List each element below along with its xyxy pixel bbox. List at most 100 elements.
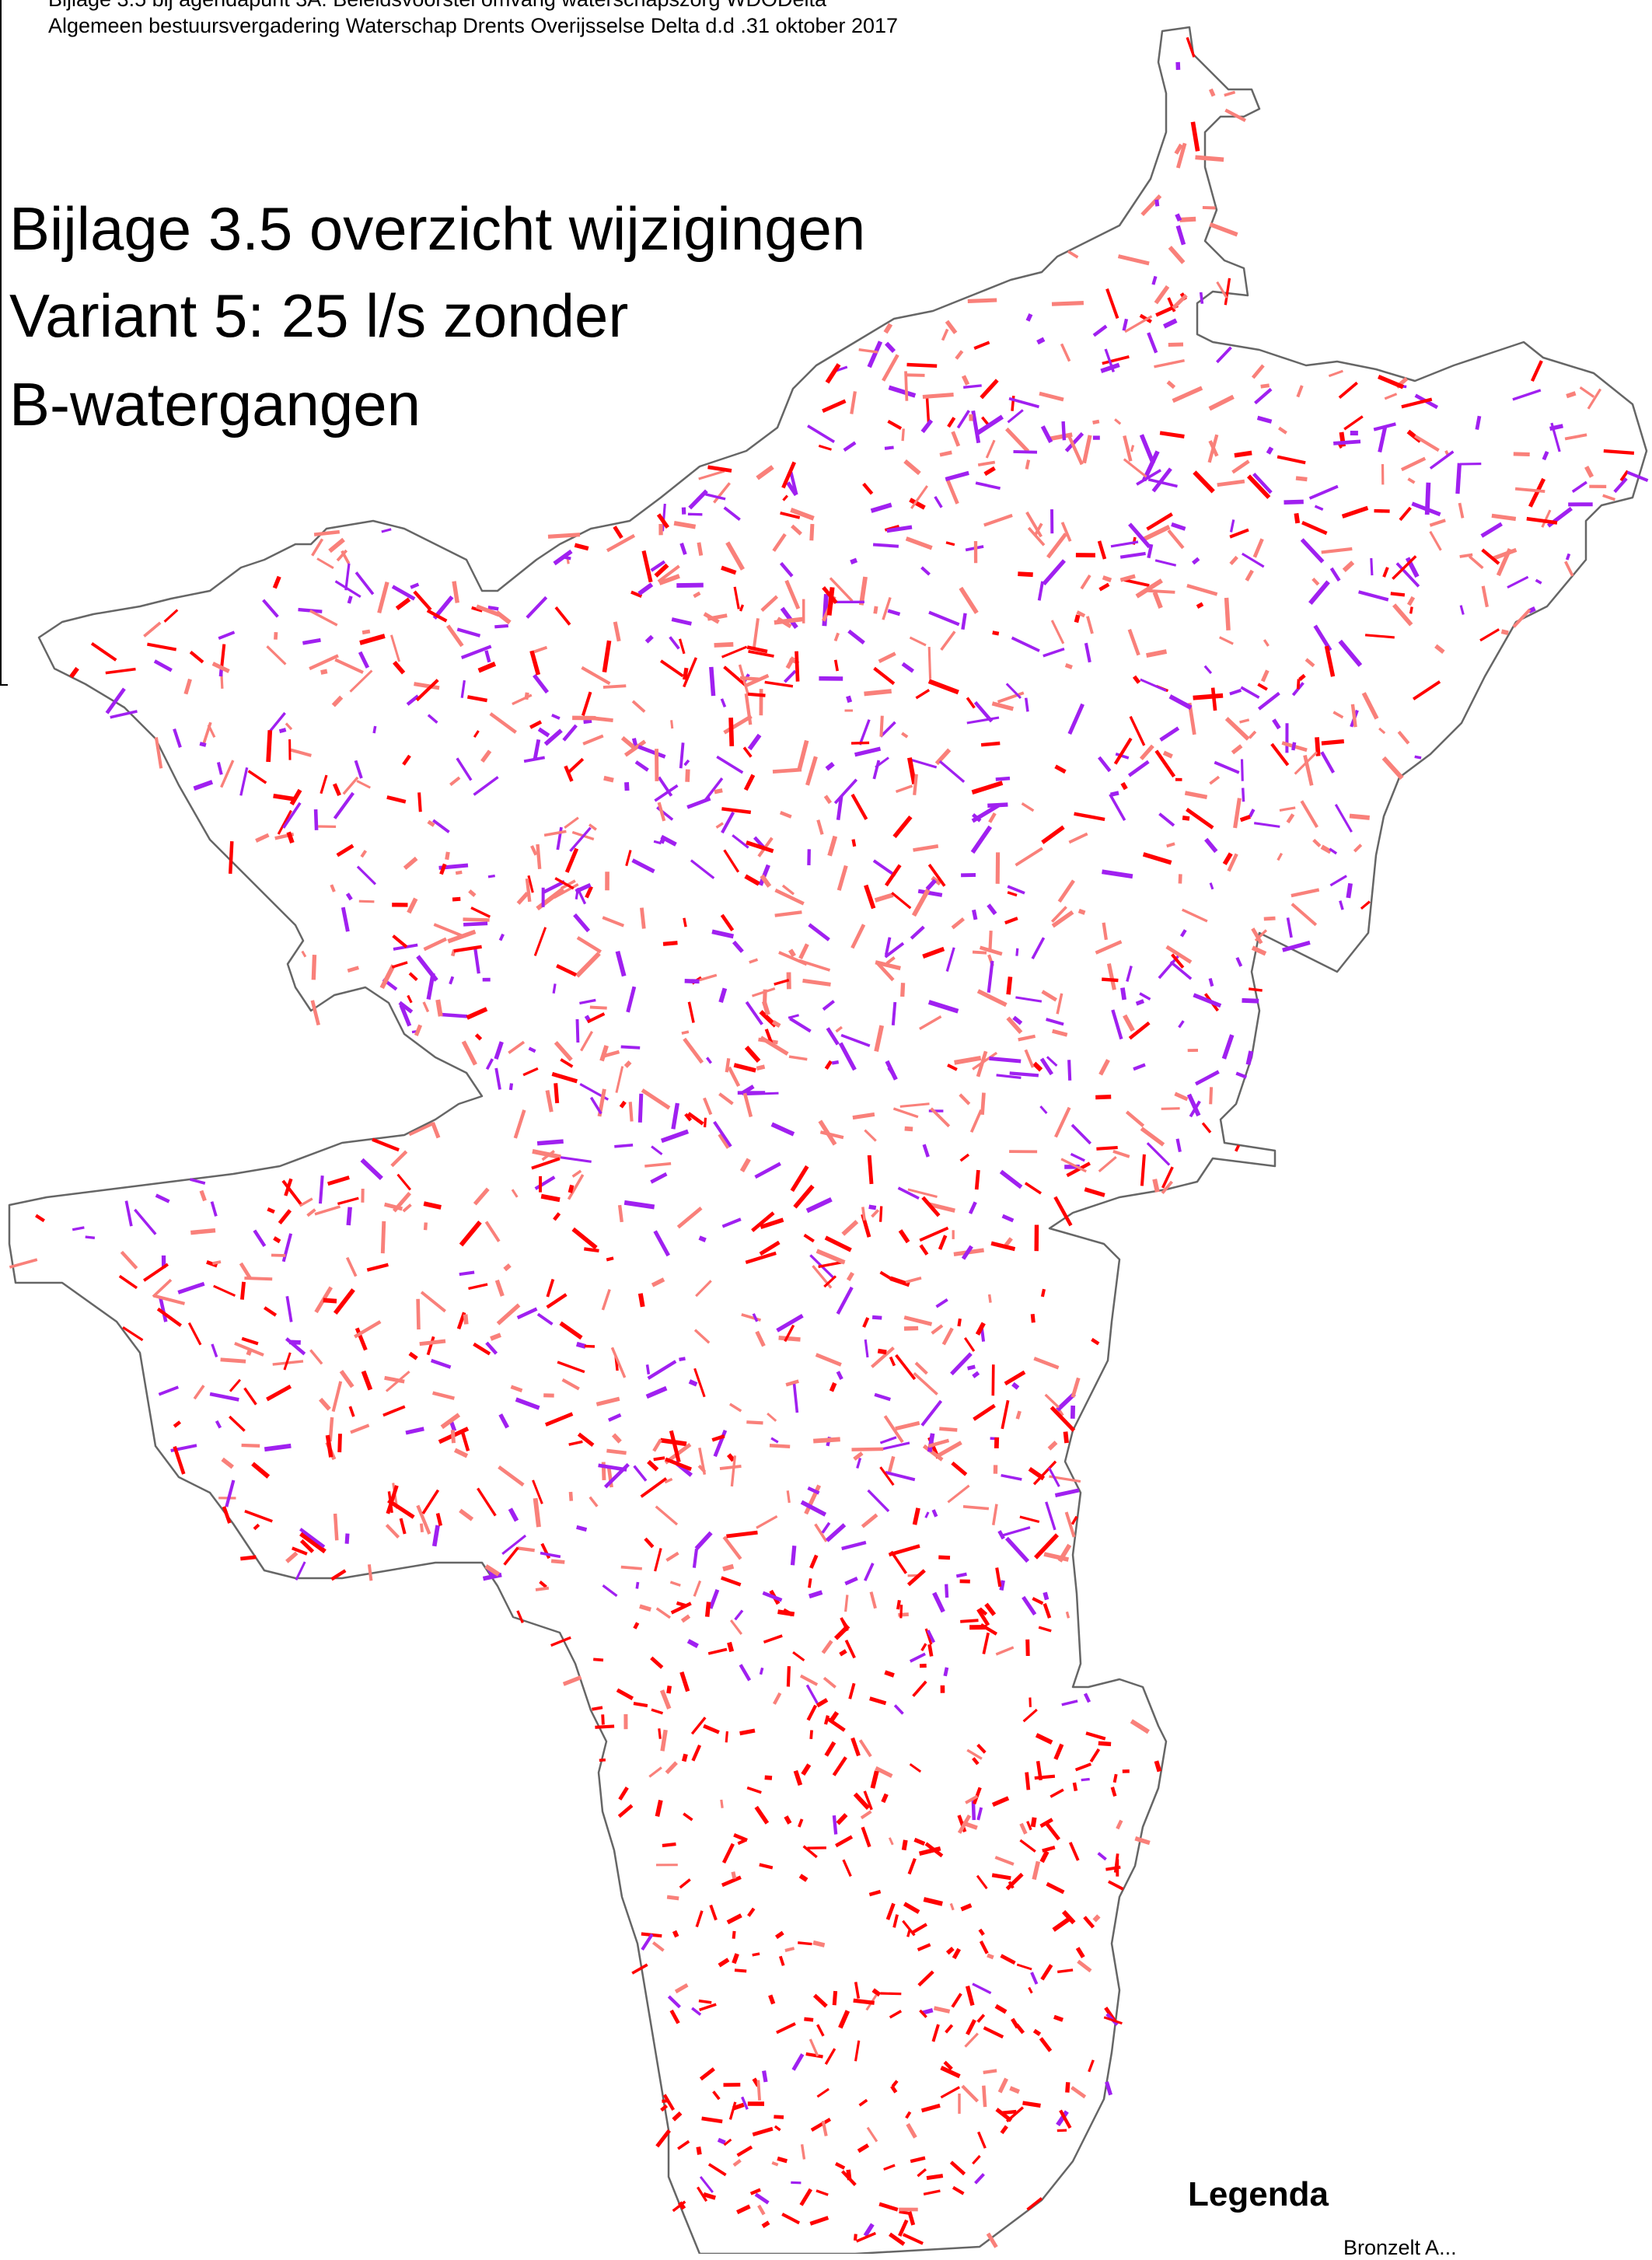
watercourse-segment: [836, 1027, 842, 1032]
watercourse-segment: [394, 662, 403, 673]
watercourse-segment: [721, 1800, 722, 1808]
watercourse-segment: [1298, 386, 1302, 397]
watercourse-segment: [1258, 684, 1267, 690]
watercourse-segment: [892, 2086, 896, 2092]
watercourse-segment: [253, 1464, 268, 1477]
watercourse-segment: [330, 540, 344, 551]
watercourse-segment: [753, 1954, 760, 1955]
watercourse-segment: [823, 1523, 829, 1533]
watercourse-segment: [1193, 696, 1224, 698]
watercourse-segment: [249, 771, 267, 783]
watercourse-segment: [1436, 646, 1444, 652]
watercourse-segment: [987, 1955, 994, 1958]
watercourse-segment: [1141, 435, 1153, 463]
watercourse-segment: [882, 1443, 910, 1449]
watercourse-segment: [1003, 1216, 1014, 1221]
watercourse-segment: [673, 2113, 680, 2120]
watercourse-segment: [1201, 292, 1203, 304]
watercourse-segment: [469, 1284, 488, 1289]
watercourse-segment: [478, 1488, 496, 1515]
watercourse-segment: [1306, 659, 1314, 665]
watercourse-segment: [740, 678, 760, 679]
watercourse-segment: [1089, 2060, 1094, 2072]
watercourse-segment: [973, 952, 987, 953]
watercourse-segment: [806, 2054, 823, 2057]
watercourse-segment: [189, 1323, 201, 1345]
watercourse-segment: [824, 1678, 836, 1687]
watercourse-segment: [456, 872, 462, 873]
watercourse-segment: [865, 1340, 868, 1357]
watercourse-segment: [852, 795, 866, 819]
watercourse-segment: [1078, 1961, 1091, 1972]
watercourse-segment: [839, 866, 846, 891]
watercourse-segment: [602, 1290, 609, 1310]
watercourse-segment: [1210, 396, 1234, 409]
watercourse-segment: [816, 1525, 826, 1542]
watercourse-segment: [740, 1731, 755, 1734]
watercourse-segment: [546, 730, 562, 744]
watercourse-segment: [695, 1330, 709, 1343]
watercourse-segment: [1005, 918, 1018, 923]
watercourse-segment: [846, 1640, 854, 1658]
watercourse-segment: [834, 1757, 846, 1775]
watercourse-segment: [1043, 827, 1063, 843]
watercourse-segment: [844, 442, 855, 450]
watercourse-segment: [960, 1095, 969, 1104]
watercourse-segment: [742, 1159, 749, 1172]
watercourse-segment: [287, 1553, 297, 1562]
watercourse-segment: [584, 1249, 599, 1251]
watercourse-segment: [410, 585, 418, 588]
watercourse-segment: [433, 820, 449, 832]
watercourse-segment: [836, 1626, 848, 1638]
watercourse-segment: [840, 1651, 847, 1655]
watercourse-segment: [419, 792, 421, 812]
map-title-line-1: Bijlage 3.5 overzicht wijzigingen: [9, 193, 865, 264]
watercourse-segment: [1026, 698, 1028, 712]
watercourse-segment: [190, 652, 203, 662]
watercourse-segment: [1161, 728, 1179, 740]
watercourse-segment: [777, 2024, 795, 2033]
watercourse-segment: [538, 844, 540, 869]
watercourse-segment: [540, 1582, 547, 1588]
watercourse-segment: [357, 781, 370, 788]
watercourse-segment: [1143, 527, 1170, 540]
watercourse-segment: [336, 582, 361, 597]
watercourse-segment: [559, 1157, 592, 1161]
watercourse-segment: [911, 1924, 927, 1933]
watercourse-segment: [496, 1042, 501, 1059]
watercourse-segment: [1469, 557, 1483, 568]
watercourse-segment: [320, 1399, 330, 1409]
watercourse-segment: [1206, 840, 1216, 852]
watercourse-segment: [838, 1287, 852, 1314]
watercourse-segment: [857, 1458, 861, 1468]
watercourse-segment: [941, 631, 955, 650]
map-title-line-3: B-watergangen: [9, 369, 421, 440]
watercourse-segment: [144, 623, 160, 637]
watercourse-segment: [682, 543, 686, 554]
watercourse-segment: [511, 1084, 512, 1091]
watercourse-segment: [1060, 881, 1074, 902]
watercourse-segment: [1156, 1761, 1159, 1771]
watercourse-segment: [871, 505, 892, 511]
watercourse-segment: [922, 1643, 926, 1650]
watercourse-segment: [1291, 890, 1319, 896]
watercourse-segment: [488, 607, 498, 609]
watercourse-segment: [1131, 445, 1133, 452]
watercourse-segment: [627, 851, 630, 866]
watercourse-segment: [1115, 419, 1120, 424]
watercourse-segment: [508, 1042, 524, 1053]
watercourse-segment: [1142, 1154, 1144, 1186]
watercourse-segment: [791, 950, 795, 956]
watercourse-segment: [654, 1440, 661, 1451]
watercourse-segment: [863, 1207, 864, 1221]
watercourse-segment: [922, 568, 930, 575]
watercourse-segment: [670, 637, 679, 648]
watercourse-segment: [595, 1726, 614, 1727]
watercourse-segment: [1237, 958, 1241, 966]
watercourse-segment: [1350, 816, 1370, 818]
watercourse-segment: [1332, 568, 1339, 581]
watercourse-segment: [914, 1373, 938, 1394]
watercourse-segment: [781, 1956, 784, 1965]
watercourse-segment: [694, 1581, 700, 1596]
watercourse-segment: [742, 1315, 761, 1320]
